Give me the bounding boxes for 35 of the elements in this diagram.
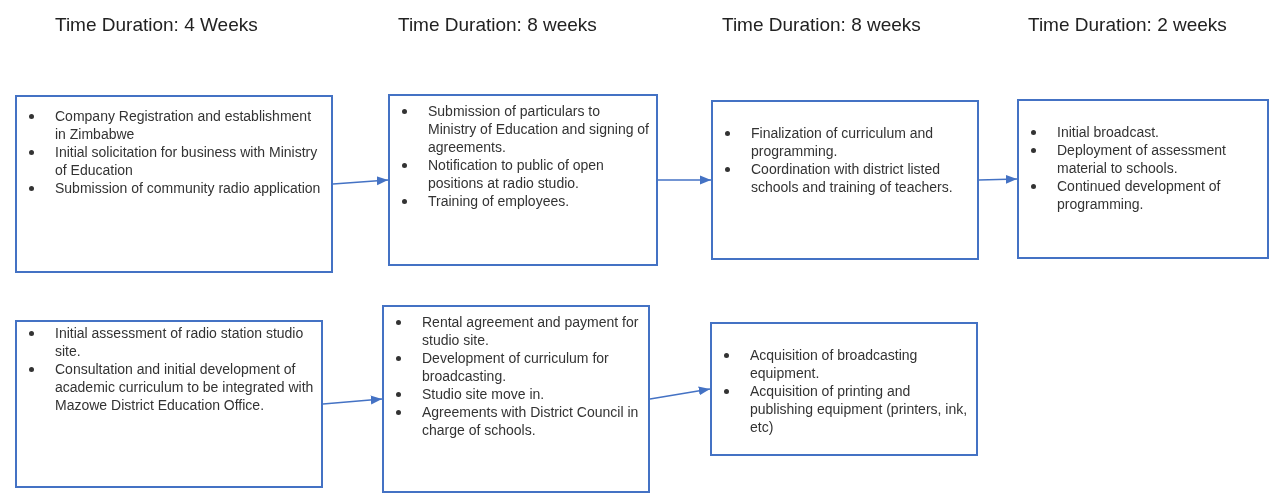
column-heading: Time Duration: 8 weeks bbox=[722, 14, 921, 36]
column-heading: Time Duration: 2 weeks bbox=[1028, 14, 1227, 36]
process-box bbox=[15, 320, 323, 488]
bullet-text: Company Registration and establishment in Zimbabwe bbox=[55, 107, 313, 143]
bullet-text: Acquisition of printing and publishing equipment (printers, ink, etc) bbox=[750, 382, 969, 436]
bullet-text: Notification to public of open positions at radio studio. bbox=[428, 156, 605, 192]
bullet-text: Rental agreement and payment for studio site. bbox=[422, 313, 640, 349]
bullet-text: Coordination with district listed schools and training of teachers. bbox=[751, 160, 954, 196]
process-box bbox=[388, 94, 658, 266]
arrow bbox=[978, 174, 1018, 184]
bullet-text: Submission of particulars to Ministry of Education and signing of agreements. bbox=[428, 102, 650, 156]
process-box bbox=[710, 322, 978, 456]
bullet-text: Finalization of curriculum and programming. bbox=[751, 124, 935, 160]
bullet-text: Initial broadcast. bbox=[1057, 123, 1159, 141]
process-box bbox=[711, 100, 979, 260]
process-box bbox=[1017, 99, 1269, 259]
bullet-text: Continued development of programming. bbox=[1057, 177, 1222, 213]
bullet-text: Development of curriculum for broadcasting. bbox=[422, 349, 610, 385]
arrow bbox=[332, 176, 389, 186]
process-box bbox=[382, 305, 650, 493]
arrow bbox=[322, 395, 383, 405]
bullet-text: Submission of community radio application bbox=[55, 179, 321, 197]
bullet-text: Initial assessment of radio station studio site. bbox=[55, 324, 305, 360]
bullet-text: Deployment of assessment material to schools. bbox=[1057, 141, 1227, 177]
bullet-text: Initial solicitation for business with Ministry of Education bbox=[55, 143, 319, 179]
bullet-text: Agreements with District Council in charge of schools. bbox=[422, 403, 640, 439]
bullet-text: Acquisition of broadcasting equipment. bbox=[750, 346, 919, 382]
column-heading: Time Duration: 8 weeks bbox=[398, 14, 597, 36]
process-box bbox=[15, 95, 333, 273]
arrow bbox=[649, 386, 711, 400]
column-heading: Time Duration: 4 Weeks bbox=[55, 14, 258, 36]
bullet-text: Training of employees. bbox=[428, 192, 570, 210]
bullet-text: Consultation and initial development of academic curriculum to be integrated with Mazowe District Education Office. bbox=[55, 360, 315, 414]
arrow bbox=[657, 175, 712, 185]
bullet-text: Studio site move in. bbox=[422, 385, 545, 403]
